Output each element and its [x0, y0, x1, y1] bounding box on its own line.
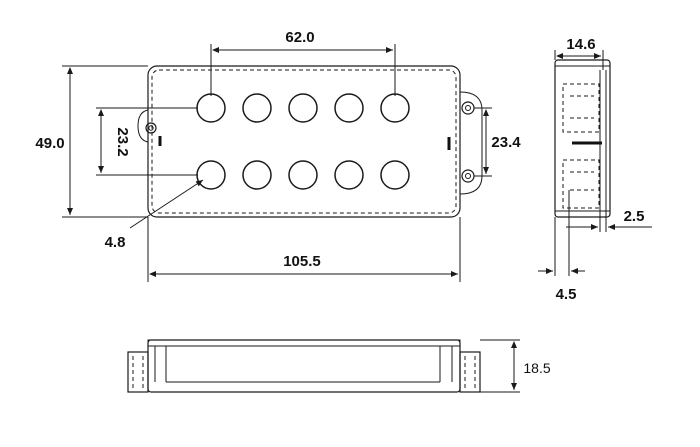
dim-pole-diameter: 4.8	[105, 179, 204, 251]
pole-piece	[380, 93, 410, 123]
dim-label-side-offset: 4.5	[556, 286, 577, 303]
side-body-outline	[554, 59, 611, 218]
front-left-ear	[127, 351, 149, 393]
dim-side-offset: 4.5	[538, 190, 585, 303]
dim-side-depth: 14.6	[554, 36, 604, 70]
side-lower-coil	[562, 159, 600, 209]
side-upper-coil	[562, 83, 600, 133]
pole-piece	[334, 93, 364, 123]
dim-row-spacing: 23.2	[96, 107, 198, 176]
dim-label-mount-hole-spacing: 23.4	[491, 134, 521, 151]
dim-side-flange: 2.5	[566, 208, 652, 232]
dim-label-pole-diameter: 4.8	[105, 234, 126, 251]
dim-mount-hole-spacing: 23.4	[474, 107, 521, 177]
front-view: 18.5	[127, 339, 551, 393]
dim-label-total-height: 49.0	[35, 135, 64, 152]
pole-piece	[196, 160, 226, 190]
pickup-body-outline	[147, 65, 461, 218]
dim-label-front-height: 18.5	[523, 360, 550, 376]
pole-piece	[334, 160, 364, 190]
pickup-body-inner-outline	[151, 69, 457, 214]
dim-label-row-spacing: 23.2	[114, 127, 131, 156]
right-mounting-ear	[447, 91, 483, 195]
side-view: 14.6 2.5 4.5	[538, 36, 652, 303]
pole-piece	[380, 160, 410, 190]
right-screw-hole-top	[461, 101, 475, 115]
dim-label-pole-span: 62.0	[285, 29, 314, 46]
dim-label-total-length: 105.5	[283, 253, 321, 270]
front-body-outline	[147, 339, 461, 393]
dim-front-height: 18.5	[480, 339, 551, 393]
dim-label-side-flange: 2.5	[624, 208, 645, 225]
pole-piece	[288, 160, 318, 190]
pole-piece	[242, 160, 272, 190]
left-screw-hole	[145, 122, 157, 134]
pole-row-top	[196, 93, 410, 123]
front-right-ear	[459, 351, 481, 393]
pole-piece	[242, 93, 272, 123]
dim-total-length: 105.5	[147, 217, 461, 282]
dim-total-height: 49.0	[35, 65, 148, 218]
left-mounting-ear	[137, 109, 162, 146]
pole-piece	[196, 93, 226, 123]
right-screw-hole-bottom	[461, 169, 475, 183]
dim-label-side-depth: 14.6	[566, 36, 595, 53]
top-view: 62.0 49.0 23.2 23.4 4.8	[35, 29, 521, 282]
pole-row-bottom	[196, 160, 410, 190]
pole-piece	[288, 93, 318, 123]
dim-pole-span: 62.0	[210, 29, 396, 96]
